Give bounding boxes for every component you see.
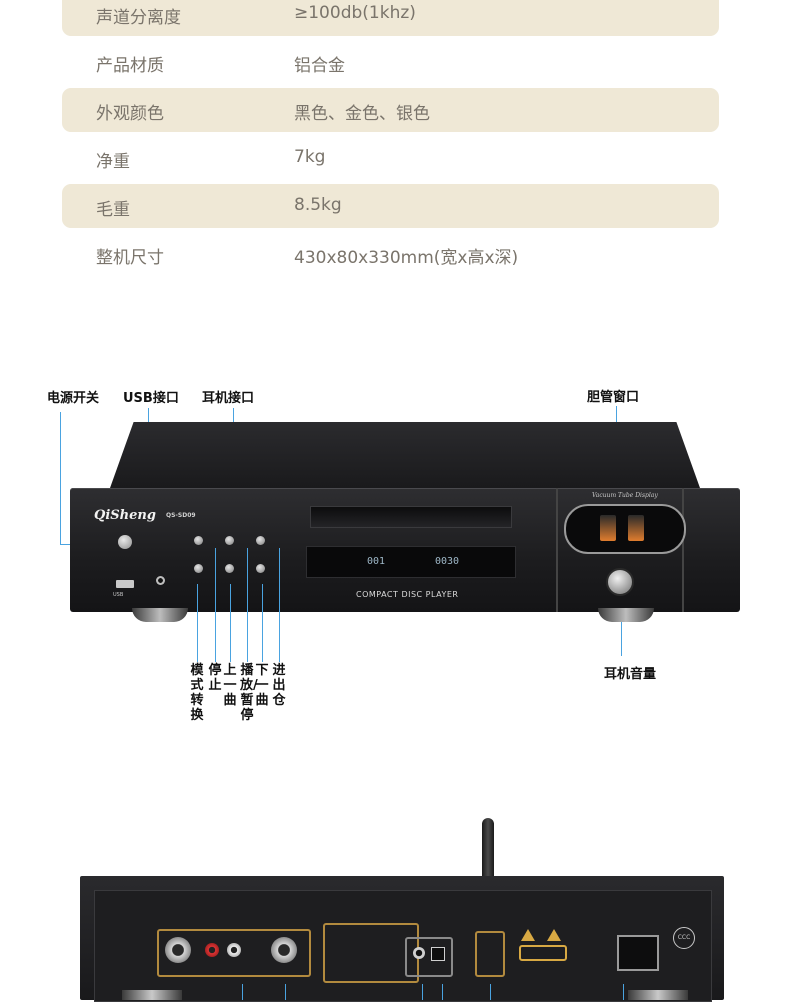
spec-key: 声道分离度 [96,8,181,28]
play-pause-button[interactable] [225,536,234,545]
label-usb-port: USB接口 [123,391,179,406]
rear-panel: CCC [94,890,712,1002]
spec-key: 外观颜色 [96,104,164,124]
callout-line [262,584,263,662]
callout-line [233,408,234,432]
label-power-switch: 电源开关 [47,391,100,406]
xlr-right[interactable] [271,937,297,963]
rca-left[interactable] [227,943,241,957]
callout-line [279,548,280,662]
warning-icon [521,929,535,941]
vfd-display: 001 0030 [306,546,516,578]
spec-value: 7kg [294,147,326,167]
label-next: 下一曲 [255,663,269,708]
ac-power-socket[interactable] [617,935,659,971]
tube-window [564,504,686,554]
rear-foot [122,990,182,1000]
label-tube-window: 胆管窗口 [587,390,640,405]
spec-row: 外观颜色 黑色、金色、银色 [62,88,719,132]
callout-line [490,984,491,1000]
warning-sticker [519,945,567,961]
label-headphone-port: 耳机接口 [202,391,255,406]
brand-logo: QiSheng [94,508,156,523]
volume-knob[interactable] [606,568,634,596]
model-label: QS-SD09 [166,512,196,519]
spec-key: 毛重 [96,200,130,220]
spec-key: 净重 [96,152,130,172]
label-prev: 上一曲 [223,663,237,708]
digital-output-group [405,937,453,977]
disc-tray[interactable] [310,506,512,528]
warning-icon [547,929,561,941]
front-device: QiSheng QS-SD09 USB 001 0030 COMPACT DIS… [70,422,740,622]
rear-device: CCC [80,876,724,1002]
vacuum-tube [600,515,616,541]
optical-port[interactable] [431,947,445,961]
spec-key: 整机尺寸 [96,248,164,268]
label-play-pause: 播放/暂停 [240,663,258,723]
callout-line [422,984,423,1000]
window-frame [556,488,684,612]
ccc-badge: CCC [673,927,695,949]
front-panel: QiSheng QS-SD09 USB 001 0030 COMPACT DIS… [70,488,740,612]
prev-button[interactable] [225,564,234,573]
label-mode: 模式转换 [190,663,204,723]
spec-value: 铝合金 [294,56,345,76]
spec-row: 产品材质 铝合金 [62,40,719,84]
spec-key: 产品材质 [96,56,164,76]
panel-text: COMPACT DISC PLAYER [356,590,459,599]
stop-button[interactable] [194,536,203,545]
spec-row: 毛重 8.5kg [62,184,719,228]
device-foot [598,608,654,622]
spec-row: 整机尺寸 430x80x330mm(宽x高x深) [62,232,719,276]
display-track: 001 [367,556,386,567]
callout-line [442,984,443,1000]
vacuum-tube [628,515,644,541]
coaxial-port[interactable] [413,947,425,959]
spec-value: 黑色、金色、银色 [294,104,430,124]
usb-label: USB [113,592,124,598]
top-lid [110,422,700,488]
callout-line [60,412,61,544]
spec-value: 430x80x330mm(宽x高x深) [294,248,519,268]
spec-value: 8.5kg [294,195,342,215]
rca-right[interactable] [205,943,219,957]
callout-line [215,548,216,662]
callout-line [623,984,624,1000]
power-button[interactable] [118,535,132,549]
callout-line [247,548,248,662]
callout-line [230,584,231,662]
usb-port[interactable] [116,580,134,588]
window-text: Vacuum Tube Display [592,492,658,499]
callout-line [285,984,286,1000]
eject-button[interactable] [256,536,265,545]
mode-button[interactable] [194,564,203,573]
label-headphone-volume: 耳机音量 [604,667,657,682]
xlr-left[interactable] [165,937,191,963]
spec-row: 声道分离度 ≥100db(1khz) [62,0,719,36]
device-foot [132,608,188,622]
callout-line [621,600,622,656]
spec-row: 净重 7kg [62,136,719,180]
antenna-port[interactable] [475,931,505,977]
output-group [157,929,311,977]
next-button[interactable] [256,564,265,573]
display-time: 0030 [435,556,460,567]
rear-foot [628,990,688,1000]
label-stop: 停止 [208,663,222,693]
headphone-jack[interactable] [156,576,165,585]
label-eject: 进出仓 [272,663,286,708]
callout-line [197,584,198,662]
callout-line [242,984,243,1000]
spec-value: ≥100db(1khz) [294,3,416,23]
